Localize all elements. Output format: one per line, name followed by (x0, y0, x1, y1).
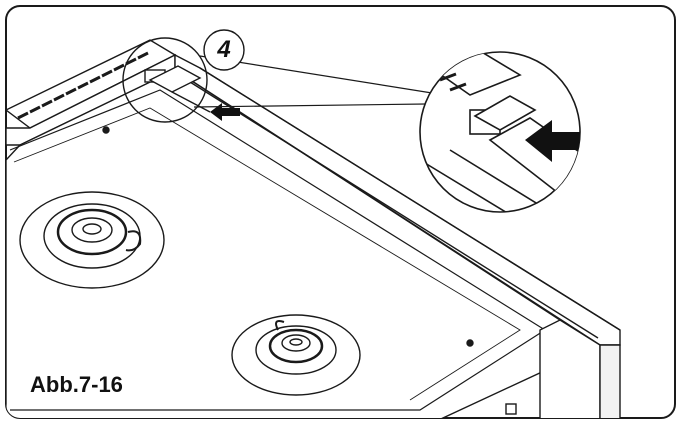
push-arrow-small (210, 103, 240, 121)
figure-caption: Abb.7-16 (26, 372, 127, 398)
detail-circle-small (122, 37, 208, 123)
slot-detail (144, 65, 211, 113)
burner-small (231, 314, 361, 396)
burner-large (19, 191, 165, 289)
front-side-face (539, 319, 601, 418)
push-arrow-large (525, 120, 580, 162)
step-number: 4 (217, 36, 231, 63)
latch-marker (505, 403, 517, 415)
step-number-circle (203, 29, 245, 71)
